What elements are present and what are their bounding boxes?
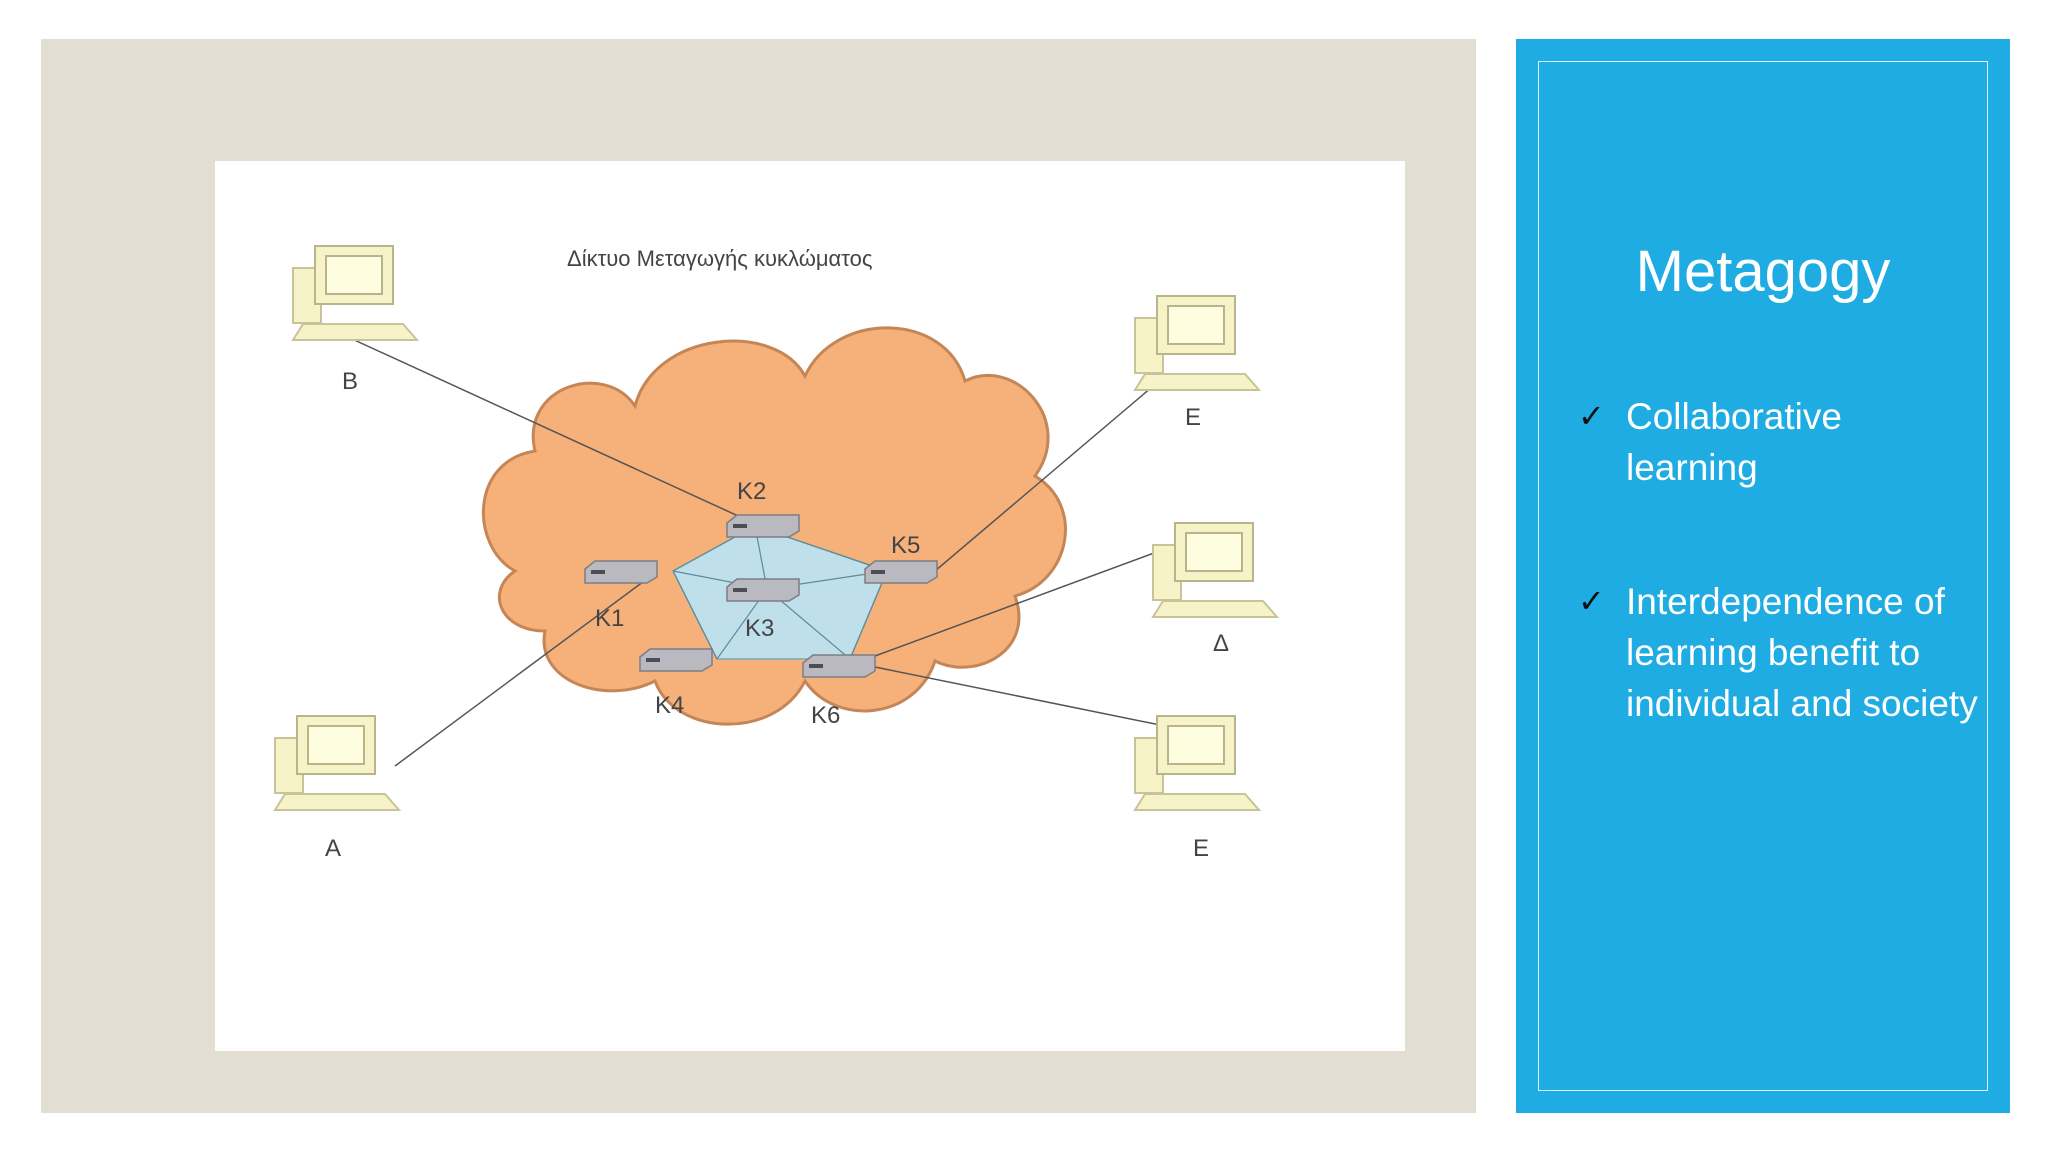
switch-k2-icon	[726, 514, 800, 538]
computer-a-icon	[274, 715, 400, 811]
checkmark-icon: ✓	[1578, 582, 1605, 620]
switch-k1-label: K1	[595, 605, 624, 632]
diagram-caption: Δίκτυο Μεταγωγής κυκλώματος	[567, 246, 873, 271]
computer-e-top-icon	[1134, 295, 1260, 391]
slide-title: Metagogy	[1635, 239, 1891, 304]
switch-k4-icon	[639, 648, 713, 672]
bullet-text: Collaborative learning	[1626, 396, 1842, 488]
computer-b-icon	[292, 245, 418, 341]
switch-k5-label: K5	[891, 532, 920, 559]
bullet-item: ✓ Interdependence of learning benefit to…	[1578, 576, 1978, 729]
switch-k6-icon	[802, 654, 876, 678]
switch-k1-icon	[584, 560, 658, 584]
switch-k5-icon	[864, 560, 938, 584]
image-panel: Δίκτυο Μεταγωγής κυκλώματος B A E Δ E K2…	[41, 39, 1476, 1113]
computer-delta-label: Δ	[1213, 630, 1229, 657]
computer-e-bottom-label: E	[1193, 835, 1209, 862]
connection-lines	[312, 320, 1174, 767]
circuit-switching-network-diagram: Δίκτυο Μεταγωγής κυκλώματος B A E Δ E K2…	[274, 245, 1278, 862]
bullet-list: ✓ Collaborative learning ✓ Interdependen…	[1578, 391, 1978, 812]
switch-k2-label: K2	[737, 478, 766, 505]
computer-b-label: B	[342, 368, 358, 395]
switch-k6-label: K6	[811, 702, 840, 729]
computer-e-bottom-icon	[1134, 715, 1260, 811]
computer-delta-icon	[1152, 522, 1278, 618]
switch-k3-label: K3	[745, 615, 774, 642]
bullet-item: ✓ Collaborative learning	[1578, 391, 1978, 493]
bullet-text: Interdependence of learning benefit to i…	[1626, 581, 1978, 724]
computer-e-top-label: E	[1185, 404, 1201, 431]
panel-border	[1538, 61, 1988, 1091]
switch-k3-icon	[726, 578, 800, 602]
computer-a-label: A	[325, 835, 341, 862]
checkmark-icon: ✓	[1578, 397, 1605, 435]
switch-k4-label: K4	[655, 692, 684, 719]
content-panel: Metagogy ✓ Collaborative learning ✓ Inte…	[1516, 39, 2010, 1113]
network-diagram-image: Δίκτυο Μεταγωγής κυκλώματος B A E Δ E K2…	[215, 161, 1405, 1051]
